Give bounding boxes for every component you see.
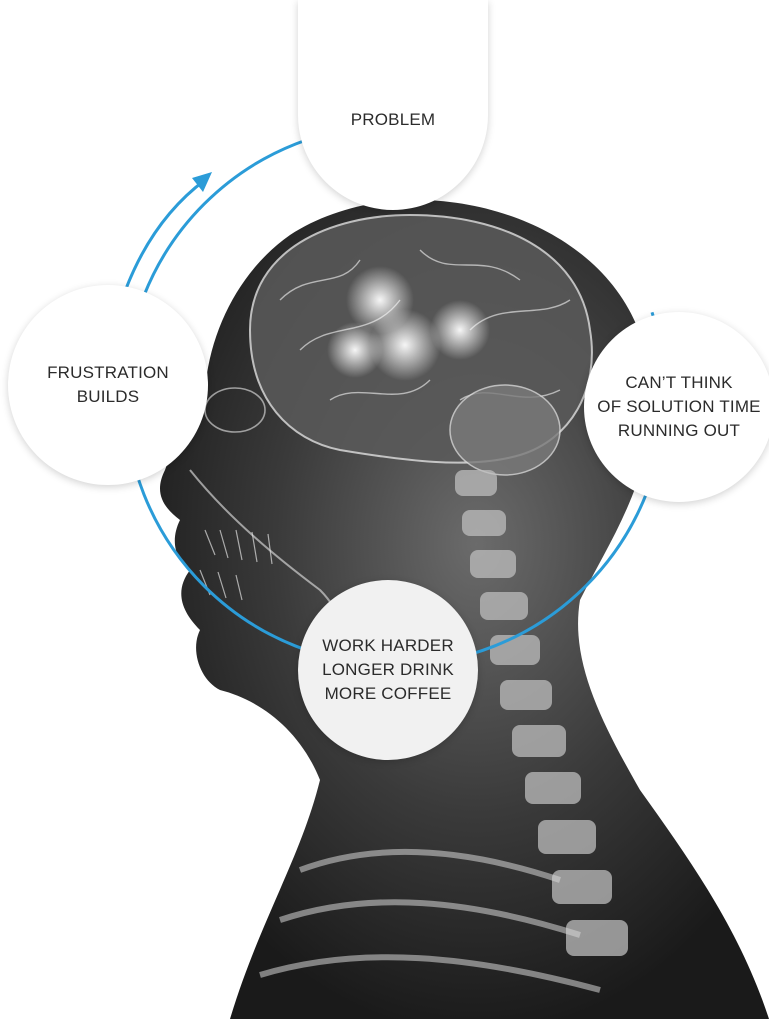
node-frustration-label: FRUSTRATION BUILDS — [47, 361, 169, 409]
node-work-harder: WORK HARDER LONGER DRINK MORE COFFEE — [298, 580, 478, 760]
node-work-harder-line-1: WORK HARDER — [322, 636, 454, 655]
node-problem: PROBLEM — [298, 0, 488, 210]
node-cant-think-line-2: OF SOLUTION TIME — [597, 397, 760, 416]
node-frustration-line-2: BUILDS — [77, 387, 140, 406]
node-work-harder-line-2: LONGER DRINK — [322, 660, 454, 679]
node-cant-think-line-1: CAN’T THINK — [625, 373, 732, 392]
node-frustration-line-1: FRUSTRATION — [47, 363, 169, 382]
node-cant-think-line-3: RUNNING OUT — [618, 421, 740, 440]
node-frustration: FRUSTRATION BUILDS — [8, 285, 208, 485]
node-problem-label: PROBLEM — [351, 78, 436, 132]
node-work-harder-line-3: MORE COFFEE — [325, 684, 452, 703]
cerebellum — [450, 385, 560, 475]
node-cant-think-label: CAN’T THINK OF SOLUTION TIME RUNNING OUT — [597, 371, 760, 443]
node-cant-think: CAN’T THINK OF SOLUTION TIME RUNNING OUT — [584, 312, 769, 502]
node-work-harder-label: WORK HARDER LONGER DRINK MORE COFFEE — [322, 634, 454, 706]
node-problem-line-1: PROBLEM — [351, 110, 436, 129]
